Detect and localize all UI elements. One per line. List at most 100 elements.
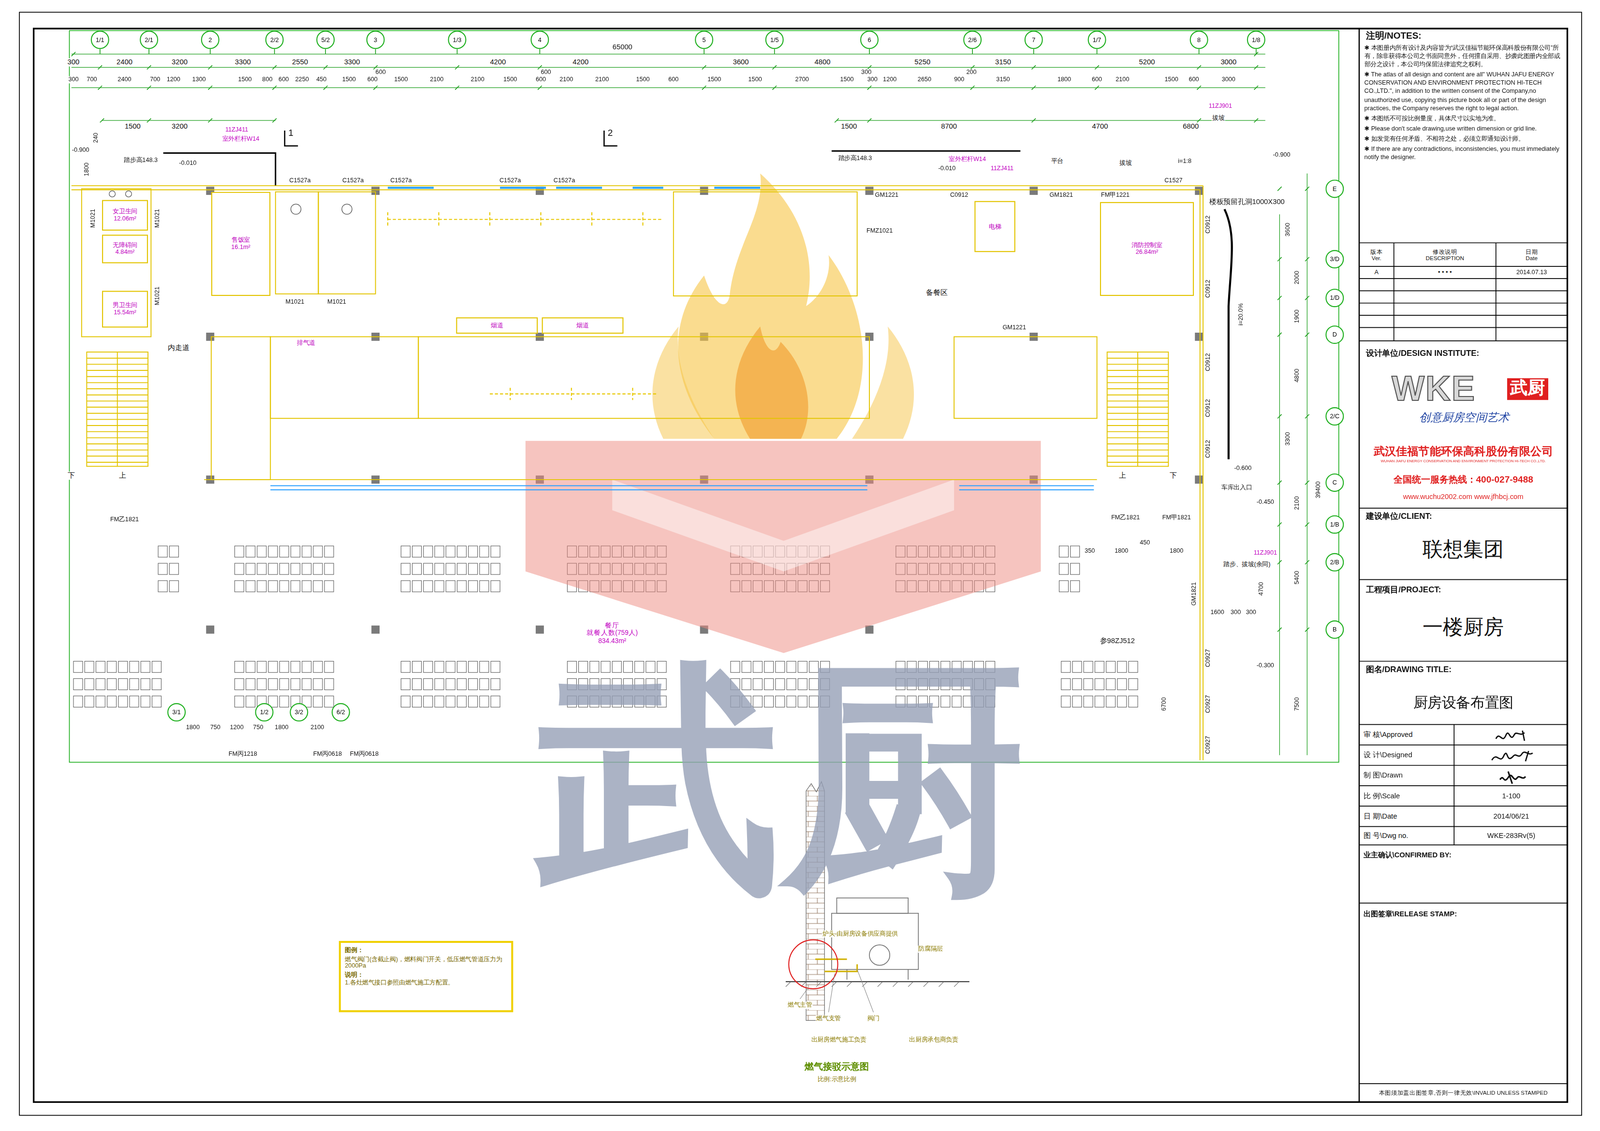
dining-table (434, 580, 444, 592)
dining-table (445, 580, 456, 592)
dining-table (468, 660, 478, 673)
dining-table (412, 660, 422, 673)
slope: i=20.0% (1237, 302, 1245, 326)
company-logo: WKE (1391, 369, 1477, 409)
dining-table (324, 695, 334, 707)
grid-axis-bubble: 1/B (1325, 515, 1344, 534)
section-mark: 1 (287, 128, 294, 139)
dining-table (84, 660, 94, 673)
dimension: 1800 (1056, 76, 1072, 84)
dining-table (158, 580, 168, 592)
axis-label: 4 (538, 36, 542, 44)
dimension: 4200 (572, 58, 589, 67)
dimension: 3000 (1221, 76, 1236, 84)
area-name: 车库出入口 (1220, 484, 1253, 492)
dimension: 2650 (917, 76, 932, 84)
dining-table (324, 660, 334, 673)
grid-axis-bubble: 6/2 (331, 703, 351, 722)
dining-table (268, 545, 278, 558)
dining-table (1061, 678, 1071, 690)
dimension: 1800 (1114, 547, 1129, 555)
dining-table (279, 580, 289, 592)
table-cell: 2014.07.13 (1515, 269, 1548, 277)
dining-table (1070, 545, 1080, 558)
stair-direction: 上 (118, 471, 127, 480)
dimension: 300 (1230, 608, 1242, 616)
table-header: 版本 Ver. (1365, 248, 1389, 262)
dining-table (456, 695, 467, 707)
elevation: -0.010 (937, 164, 956, 172)
watermark: 武厨 (535, 658, 1027, 903)
dimension: 2100 (309, 724, 325, 732)
dimension: 3150 (995, 76, 1011, 84)
area-name: 排气道 (296, 339, 316, 347)
dining-table (151, 660, 162, 673)
flue-box: 烟道 (542, 317, 624, 334)
dimension: 600 (366, 76, 379, 84)
dining-table (456, 545, 467, 558)
dining-table (257, 580, 267, 592)
door-window-code: GM1221 (1001, 323, 1027, 331)
axis-label: 2/B (1330, 558, 1340, 566)
dining-table (290, 678, 300, 690)
dining-table (400, 580, 411, 592)
dining-table (140, 678, 150, 690)
notes-block: ✱ 本图册内所有设计及内容皆为“武汉佳福节能环保高科股份有限公司”所有，除非获得… (1364, 44, 1563, 164)
dining-table (1106, 695, 1116, 707)
dining-table (456, 678, 467, 690)
dining-table (169, 545, 179, 558)
dining-table (1072, 678, 1082, 690)
axis-label: 1/1 (95, 36, 105, 44)
elevation: -0.300 (1256, 661, 1275, 669)
annotation: 拔坡 (1118, 160, 1132, 167)
dimension: 1500 (839, 76, 854, 84)
elevation: -0.450 (1256, 498, 1275, 506)
elevation: -0.010 (178, 160, 197, 167)
title-block-heading: 工程项目/PROJECT: (1365, 586, 1442, 596)
dimension: 2700 (794, 76, 810, 84)
dining-table (468, 678, 478, 690)
annotation: 平台 (1050, 157, 1064, 165)
axis-label: 3/D (1329, 255, 1340, 263)
dimension: 2100 (469, 76, 485, 84)
room-label: 售饭室 (231, 236, 250, 244)
dining-table (1117, 678, 1127, 690)
title-block-text: WKE-283Rv(5) (1486, 831, 1536, 840)
dining-table (423, 545, 433, 558)
stair-direction: 下 (67, 471, 76, 480)
room-label: 烟道 (576, 322, 589, 329)
dimension: 240 (92, 132, 100, 144)
door-window-code: C0927 (1204, 648, 1212, 668)
dining-table (234, 660, 244, 673)
door-window-code: C1527a (341, 177, 365, 185)
dining-table (302, 660, 312, 673)
room-label: 16.1m² (231, 243, 250, 251)
dining-table (151, 695, 162, 707)
grid-axis-bubble: 3/1 (167, 703, 186, 722)
grid-axis-bubble: 5 (694, 30, 714, 49)
door-window-code: M1021 (153, 286, 161, 307)
company-name: WUHAN JIAFU ENERGY CONSERVATION AND ENVI… (1380, 460, 1547, 465)
dining-table (1128, 678, 1138, 690)
grid-axis-bubble: 7 (1024, 30, 1043, 49)
title-block-heading: 建设单位/CLIENT: (1365, 513, 1433, 523)
room: 男卫生间15.54m² (102, 290, 148, 328)
door-window-code: C0912 (1204, 279, 1212, 299)
dining-table (423, 660, 433, 673)
dimension: 3600 (732, 58, 750, 67)
room: 电梯 (974, 201, 1015, 253)
dimension: 600 (278, 76, 290, 84)
dining-table (400, 660, 411, 673)
elevation: -0.600 (1233, 465, 1252, 472)
room-label: 无障碍间 (112, 242, 138, 250)
structural-column (1194, 332, 1204, 341)
dimension: 2100 (1115, 76, 1130, 84)
grid-axis-bubble: D (1325, 325, 1344, 344)
door-window-code: C1527a (499, 177, 522, 185)
door-window-code: C1527 (1163, 177, 1183, 185)
structural-column (865, 186, 874, 195)
axis-label: 1/D (1329, 294, 1340, 302)
dining-table (234, 563, 244, 575)
grid-axis-bubble: 3/D (1325, 249, 1344, 269)
